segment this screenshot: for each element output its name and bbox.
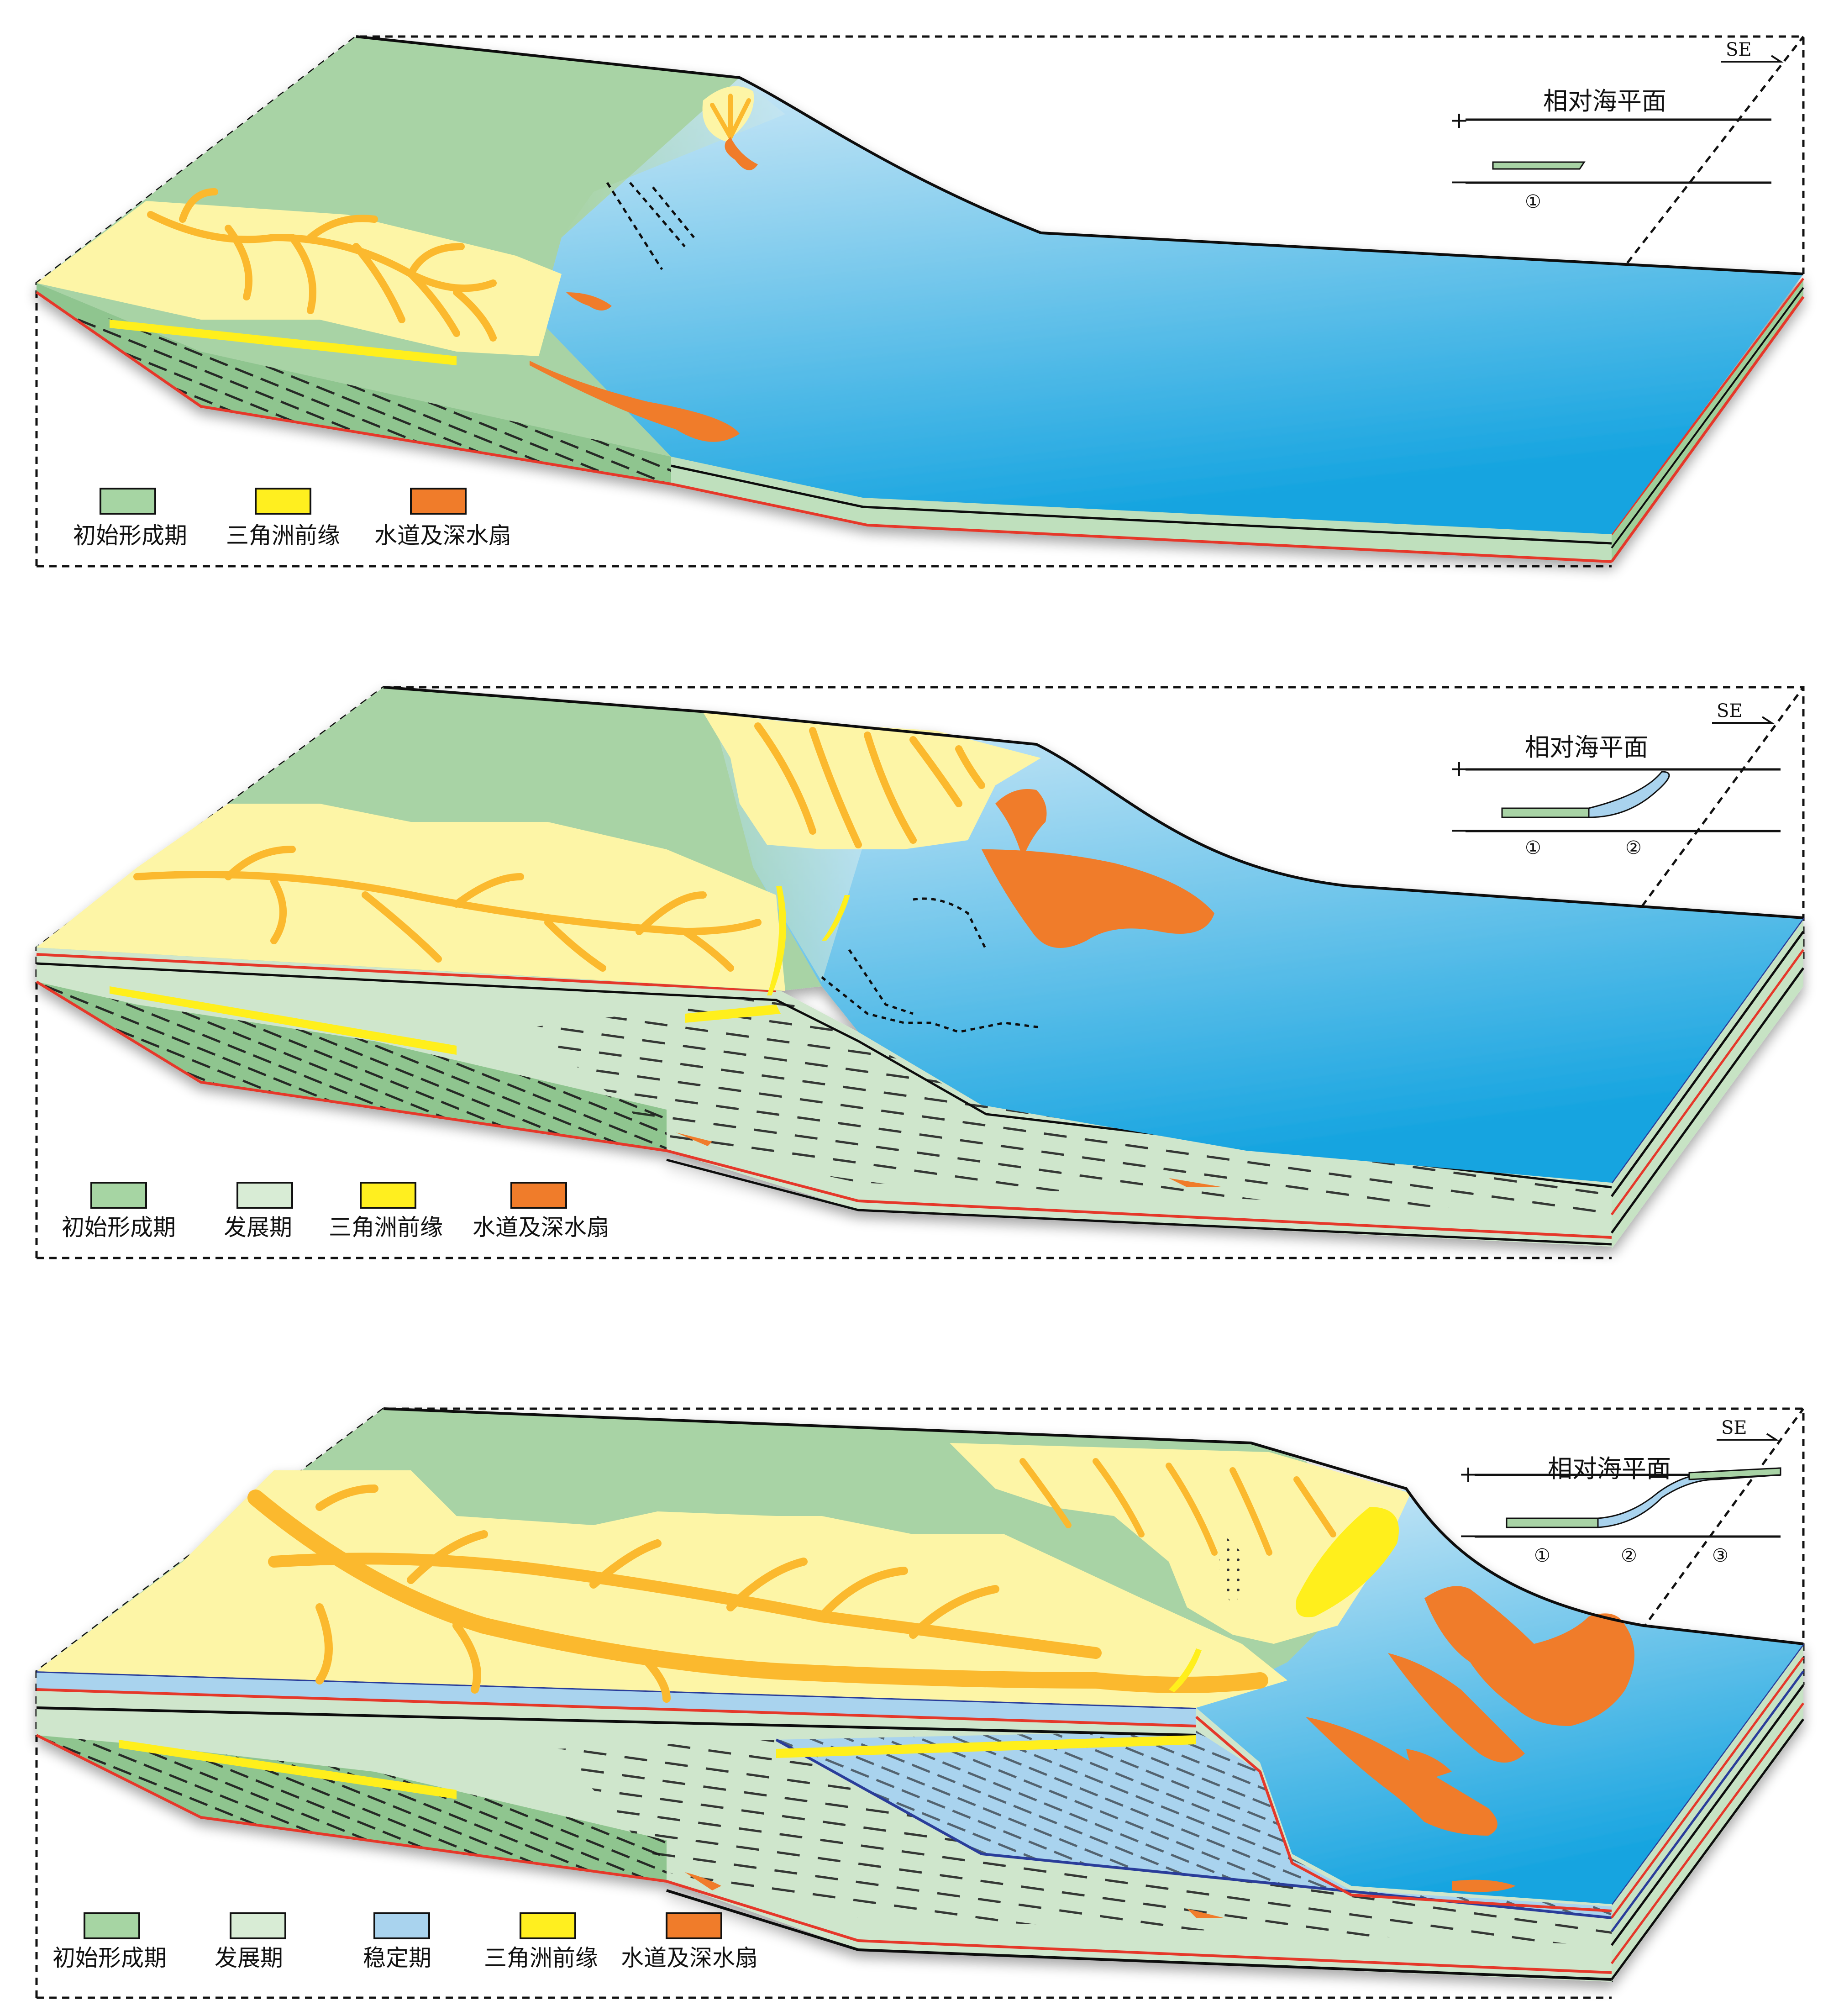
delta-front-strip <box>110 320 457 365</box>
slump-lines <box>606 182 695 270</box>
sea-level-title: 相对海平面 <box>1543 87 1666 116</box>
legend-swatch-initial <box>100 488 156 515</box>
legend-swatch-delta-front <box>360 1182 416 1209</box>
legend-swatch-development <box>230 1912 286 1939</box>
stage-marker-2: ② <box>1621 1545 1637 1566</box>
side-face-right <box>1612 279 1803 562</box>
sea-surface <box>1196 1489 1803 1904</box>
legend-swatch-fan <box>410 488 467 515</box>
plus-sign: + <box>1459 1461 1478 1487</box>
legend-label-initial: 初始形成期 <box>53 1945 167 1971</box>
sea-surface <box>712 712 1803 1183</box>
sea-level-inset: SE 相对海平面 + − ① ② <box>1450 700 1781 858</box>
delta-lobe-upper <box>950 1443 1411 1644</box>
legend: 初始形成期 发展期 三角洲前缘 水道及深水扇 <box>62 1182 609 1241</box>
delta-front-strips <box>119 1648 1202 1799</box>
legend-swatch-initial <box>84 1912 140 1939</box>
legend-label-initial: 初始形成期 <box>73 522 187 549</box>
legend-swatch-delta-front <box>520 1912 576 1939</box>
distributary-channels <box>247 1458 1336 1703</box>
stage-marker-2: ② <box>1625 837 1642 858</box>
direction-label: SE <box>1717 700 1743 721</box>
stage-marker-3: ③ <box>1712 1545 1728 1566</box>
distributary-channels <box>147 188 497 342</box>
direction-label: SE <box>1726 39 1752 60</box>
legend-label-delta-front: 三角洲前缘 <box>484 1945 598 1971</box>
sea-level-curve <box>1501 771 1670 818</box>
panel-initial-stage: SE 相对海平面 + − ① 初始形成期 三角洲前缘 水道及深水扇 <box>35 35 1805 568</box>
legend-swatch-initial <box>90 1182 147 1209</box>
deep-water-fans <box>685 1586 1634 1918</box>
legend-swatch-development <box>236 1182 293 1209</box>
legend-swatch-fan <box>510 1182 567 1209</box>
sea-level-curve <box>1492 161 1586 170</box>
legend-swatch-fan <box>666 1912 722 1939</box>
legend: 初始形成期 三角洲前缘 水道及深水扇 <box>73 488 511 549</box>
deep-water-fans <box>530 137 758 442</box>
legend-label-initial: 初始形成期 <box>62 1214 176 1241</box>
stage-marker-1: ① <box>1534 1545 1550 1566</box>
plus-sign: + <box>1450 755 1469 782</box>
sea-level-inset: SE 相对海平面 + − ① <box>1450 39 1784 212</box>
sea-level-title: 相对海平面 <box>1548 1454 1671 1483</box>
legend-label-delta-front: 三角洲前缘 <box>329 1214 443 1241</box>
panel-stable-stage: SE 相对海平面 + − ① ② ③ 初始形成期 发展期 稳定期 三角洲前缘 水… <box>35 1407 1805 1999</box>
delta-plain <box>37 201 562 356</box>
legend-label-fan: 水道及深水扇 <box>621 1945 758 1971</box>
panel-development-stage: SE 相对海平面 + − ① ② 初始形成期 发展期 三角洲前缘 水道及深水扇 <box>35 686 1805 1259</box>
legend-label-stable: 稳定期 <box>363 1945 431 1971</box>
distributary-channels <box>133 722 985 972</box>
legend-label-development: 发展期 <box>224 1214 292 1241</box>
sea-level-inset: SE 相对海平面 + − ① ② ③ <box>1459 1417 1781 1566</box>
block-body <box>36 686 1805 1249</box>
legend-label-development: 发展期 <box>215 1945 283 1971</box>
direction-label: SE <box>1721 1417 1747 1438</box>
sea-level-title: 相对海平面 <box>1525 733 1648 762</box>
stage-marker-1: ① <box>1525 837 1541 858</box>
legend-label-delta-front: 三角洲前缘 <box>226 522 340 549</box>
legend-label-fan: 水道及深水扇 <box>473 1214 609 1241</box>
slump-lines <box>821 897 1041 1033</box>
delta-front-lobe <box>1296 1507 1399 1617</box>
block-body <box>36 35 1805 563</box>
minus-sign: − <box>1459 1522 1478 1549</box>
stage-marker-1: ① <box>1525 191 1541 212</box>
deep-water-fans <box>676 789 1224 1187</box>
legend-swatch-stable <box>373 1912 430 1939</box>
legend: 初始形成期 发展期 稳定期 三角洲前缘 水道及深水扇 <box>53 1912 758 1971</box>
legend-label-fan: 水道及深水扇 <box>374 522 511 549</box>
minus-sign: − <box>1450 817 1469 843</box>
plus-sign: + <box>1450 107 1469 133</box>
legend-swatch-delta-front <box>255 488 311 515</box>
upper-small-delta <box>702 86 754 142</box>
minus-sign: − <box>1450 168 1469 195</box>
delta-front-strips <box>110 886 850 1055</box>
sea-surface <box>539 78 1803 534</box>
block-body <box>36 1407 1805 1982</box>
